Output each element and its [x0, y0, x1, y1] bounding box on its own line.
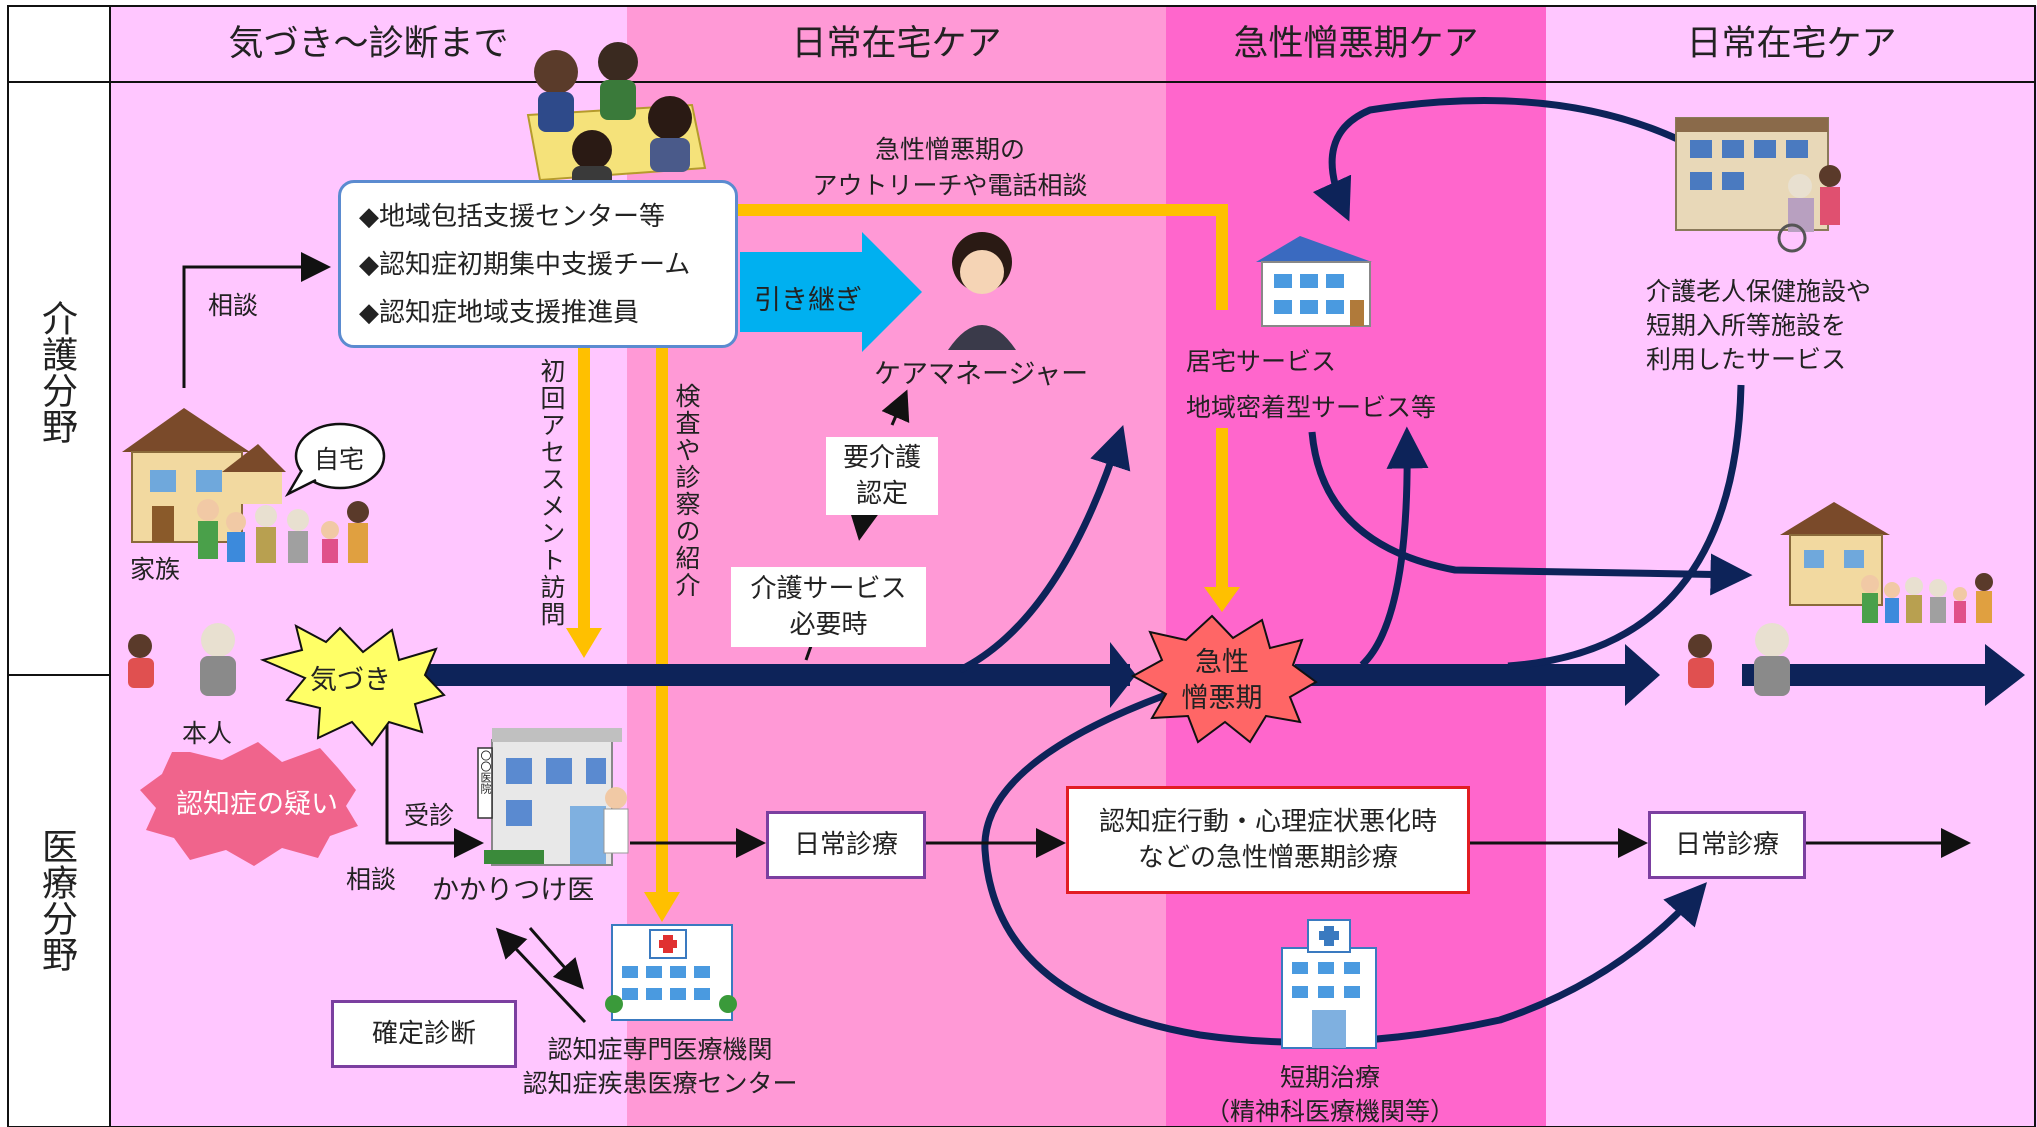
- community-service-label: 地域密着型サービス等: [1186, 393, 1437, 422]
- acute-care-line2: などの急性憎悪期診療: [1137, 843, 1398, 873]
- support-item-promoter: ◆認知症地域支援推進員: [359, 298, 639, 328]
- kizuki-label: 気づき: [310, 665, 391, 696]
- specialist-label-line2: 認知症疾患医療センター: [522, 1069, 798, 1098]
- initial-assessment-label: 初回アセスメント訪問: [537, 358, 566, 628]
- suspicion-burst: [140, 742, 358, 866]
- header-phase-daily-care-2: 日常在宅ケア: [1686, 24, 1897, 64]
- navy-curved-arrows: [958, 97, 1753, 1046]
- facility-label-line3: 利用したサービス: [1646, 345, 1847, 374]
- timeline-arrows: [420, 642, 2025, 708]
- care-manager-label: ケアマネージャー: [874, 359, 1089, 390]
- acute-care-box: 認知症行動・心理症状悪化時 などの急性憎悪期診療: [1066, 786, 1470, 894]
- black-arrows: [182, 252, 1971, 1024]
- care-needed-line2: 必要時: [789, 610, 868, 640]
- home-service-label: 居宅サービス: [1186, 347, 1337, 376]
- visit-doctor-label: 受診: [404, 801, 455, 830]
- outreach-label-line1: 急性憎悪期の: [874, 135, 1025, 164]
- care-level-box: 要介護 認定: [826, 437, 938, 515]
- care-manager-illustration: [948, 232, 1016, 350]
- right-family-illustration: [1688, 502, 1993, 696]
- facility-illustration: [1675, 117, 1841, 253]
- specialist-hospital-illustration: [605, 924, 737, 1021]
- consult-label-bottom: 相談: [346, 865, 397, 894]
- yellow-arrows: [578, 204, 1228, 895]
- header-phase-awareness: 気づき～診断まで: [228, 24, 509, 64]
- clinic-sign-label: 〇〇医院: [479, 750, 492, 794]
- care-needed-line1: 介護サービス: [750, 574, 907, 604]
- care-needed-box: 介護サービス 必要時: [731, 567, 926, 647]
- home-service-illustration: [1256, 236, 1372, 327]
- short-term-hospital-illustration: [1281, 919, 1377, 1049]
- daily-care-1-text: 日常診療: [793, 830, 898, 860]
- clinic-illustration: [477, 728, 629, 866]
- home-speech-bubble: [294, 422, 386, 490]
- handover-label: 引き継ぎ: [754, 285, 862, 316]
- support-item-center: ◆地域包括支援センター等: [359, 202, 665, 232]
- care-level-line2: 認定: [855, 479, 908, 509]
- acute-burst: [1130, 614, 1318, 744]
- row-label-care: 介護分野: [26, 300, 86, 455]
- home-bubble-label: 自宅: [314, 445, 365, 474]
- acute-care-line1: 認知症行動・心理症状悪化時: [1098, 807, 1437, 837]
- suspicion-label: 認知症の疑い: [176, 789, 338, 820]
- table-frame: [7, 5, 2036, 1127]
- yellow-arrow-heads: [566, 587, 1240, 922]
- daily-care-2-text: 日常診療: [1674, 830, 1779, 860]
- family-doctor-label: かかりつけ医: [432, 875, 595, 906]
- kizuki-burst: [259, 624, 446, 747]
- outreach-label-line2: アウトリーチや電話相談: [812, 171, 1088, 200]
- row-label-care-text: 介護分野: [36, 300, 77, 444]
- family-label: 家族: [130, 555, 181, 584]
- header-phase-acute-care: 急性憎悪期ケア: [1233, 24, 1479, 64]
- specialist-label-line1: 認知症専門医療機関: [547, 1035, 773, 1064]
- support-item-team: ◆認知症初期集中支援チーム: [359, 250, 691, 280]
- zone-acute-care: [1166, 6, 1546, 1127]
- diagnosis-text: 確定診断: [371, 1019, 476, 1049]
- row-label-medical-text: 医療分野: [36, 828, 77, 972]
- daily-care-box-2: 日常診療: [1648, 811, 1806, 879]
- short-treatment-label-line1: 短期治療: [1279, 1063, 1380, 1092]
- support-organizations-box: ◆地域包括支援センター等 ◆認知症初期集中支援チーム ◆認知症地域支援推進員: [338, 180, 738, 348]
- header-phase-daily-care-1: 日常在宅ケア: [791, 24, 1002, 64]
- exam-referral-label: 検査や診察の紹介: [672, 383, 701, 599]
- diagnosis-box: 確定診断: [331, 1000, 517, 1068]
- consult-label-top: 相談: [208, 291, 259, 320]
- meeting-illustration: [526, 42, 707, 188]
- facility-label-line2: 短期入所等施設を: [1646, 311, 1847, 340]
- acute-label-line2: 憎悪期: [1181, 683, 1263, 714]
- handover-arrow: [740, 232, 922, 352]
- care-level-line1: 要介護: [842, 443, 921, 473]
- acute-label-line1: 急性: [1195, 647, 1249, 678]
- facility-label-line1: 介護老人保健施設や: [1646, 277, 1872, 306]
- short-treatment-label-line2: （精神科医療機関等）: [1204, 1097, 1455, 1126]
- row-label-medical: 医療分野: [26, 828, 86, 983]
- home-speech-tail: [284, 469, 317, 497]
- person-label: 本人: [182, 719, 233, 748]
- daily-care-box-1: 日常診療: [766, 811, 926, 879]
- family-house-illustration: [122, 408, 369, 696]
